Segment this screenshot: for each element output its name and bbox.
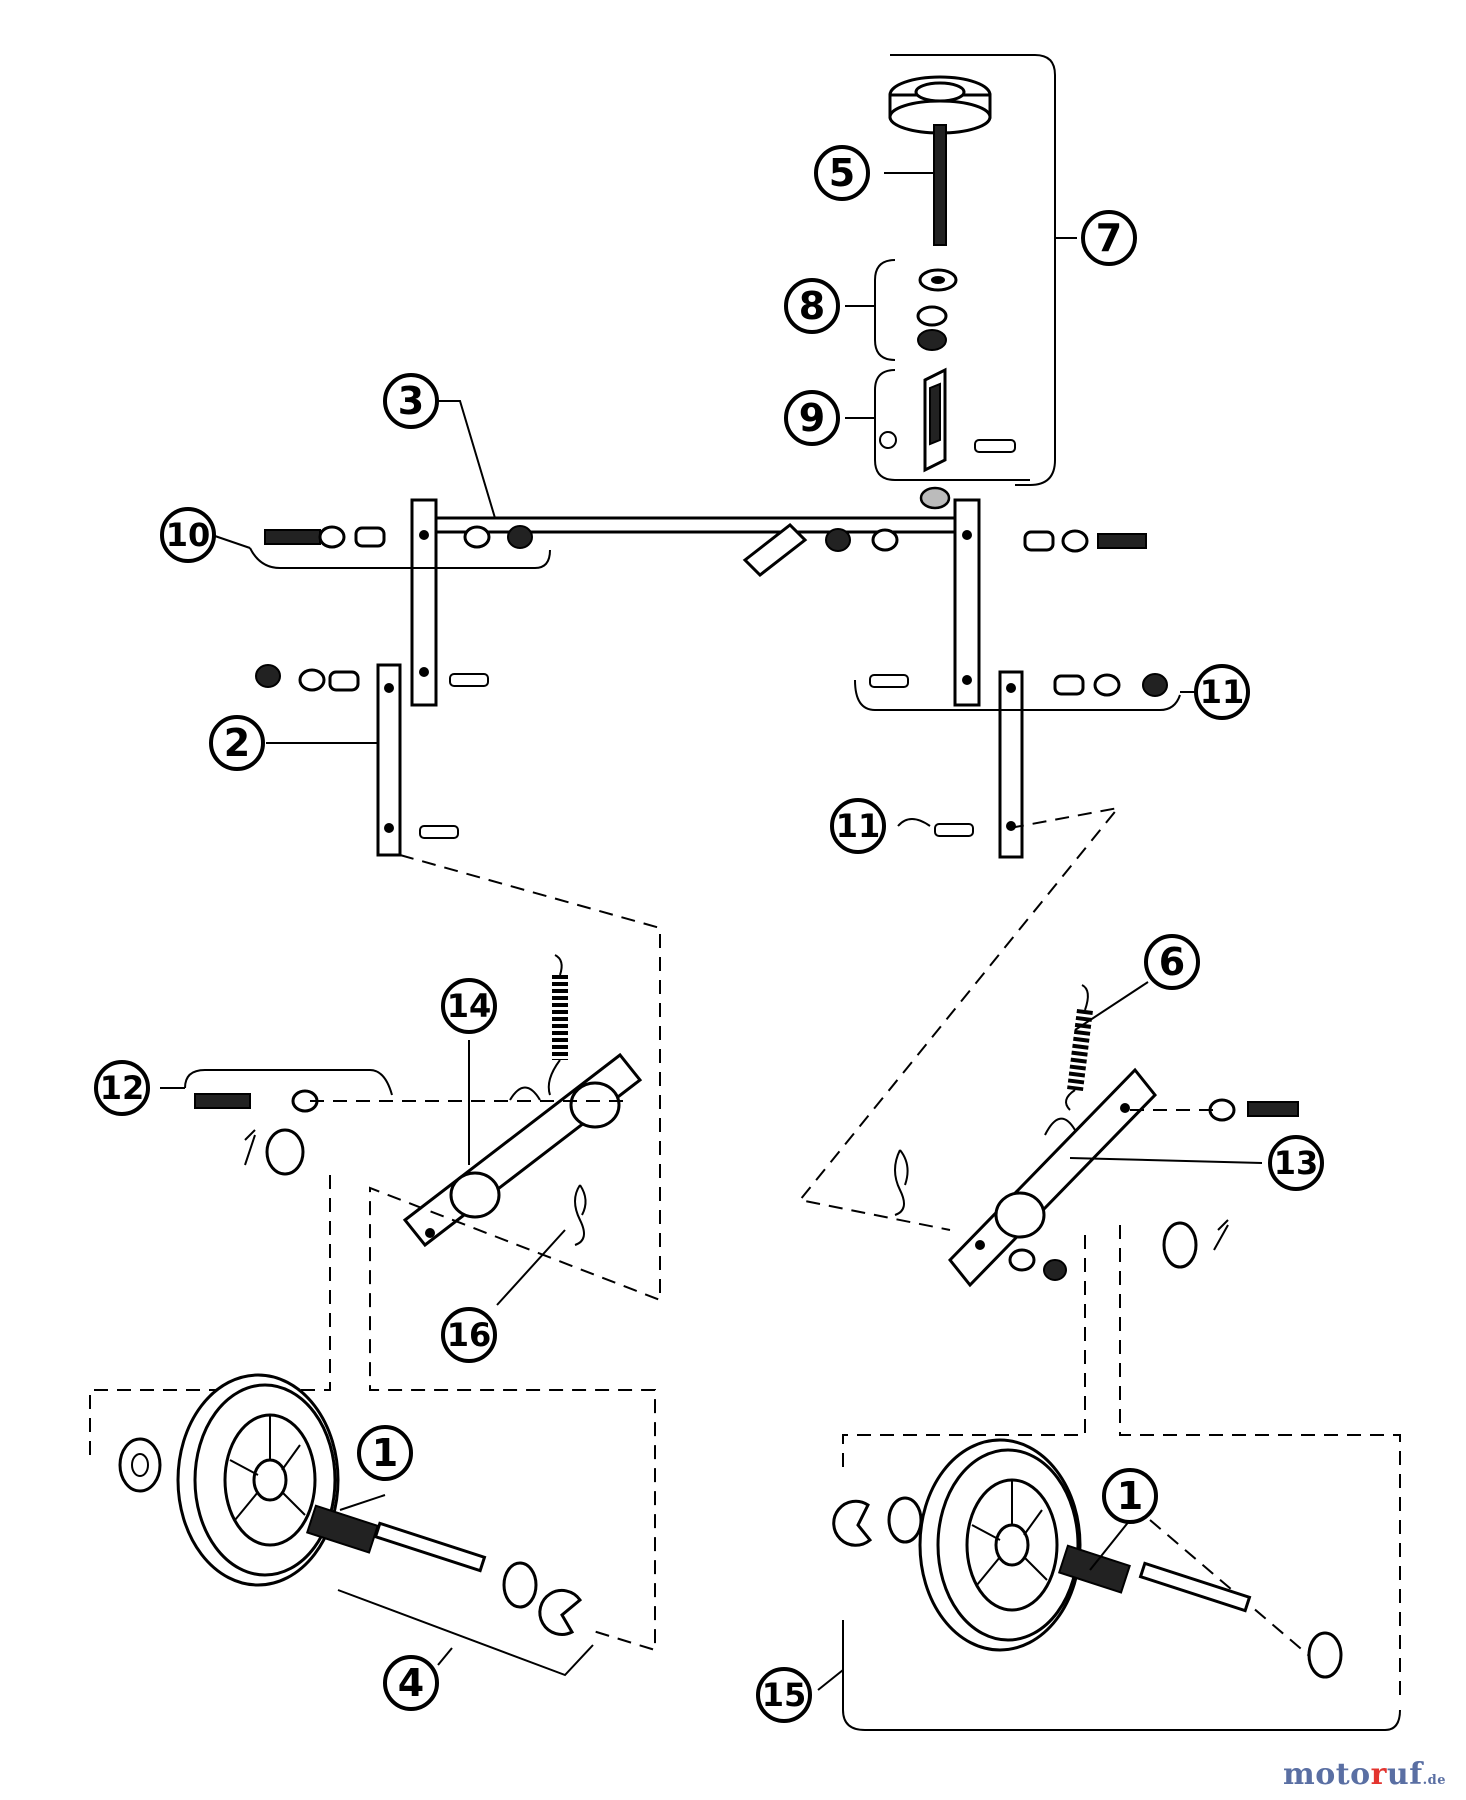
bracket-4: [337, 1589, 594, 1677]
callout-13: 13: [1268, 1135, 1324, 1191]
callout-8: 8: [784, 278, 840, 334]
callout-11-lower: 11: [830, 798, 886, 854]
bracket-7: [890, 54, 1056, 486]
callout-1-right: 1: [1102, 1468, 1158, 1524]
plate-right: [948, 1067, 1157, 1288]
svg-text:8: 8: [799, 284, 825, 328]
svg-text:7: 7: [1096, 216, 1122, 260]
svg-text:14: 14: [447, 987, 492, 1025]
svg-text:13: 13: [1274, 1144, 1319, 1182]
motoruf-watermark: motoruf.de: [1282, 1757, 1446, 1792]
washer-stack-part: [916, 268, 958, 351]
callout-2: 2: [209, 715, 265, 771]
svg-text:2: 2: [224, 721, 250, 765]
callout-6: 6: [1144, 934, 1200, 990]
hardware-right-mid: [1162, 1098, 1299, 1269]
callout-3: 3: [383, 373, 439, 429]
pin-left: [574, 1184, 587, 1246]
callout-14: 14: [441, 978, 497, 1034]
handle-bar-part: [410, 498, 981, 707]
callout-16: 16: [441, 1307, 497, 1363]
wheel-left: [118, 1373, 583, 1636]
callout-4: 4: [383, 1655, 439, 1711]
callout-7: 7: [1081, 210, 1137, 266]
bracket-part-9: [879, 367, 1016, 510]
svg-text:4: 4: [398, 1661, 424, 1705]
callout-5: 5: [814, 145, 870, 201]
plate-left: [402, 1052, 643, 1248]
left-arm-part: [255, 663, 489, 857]
pin-right: [894, 1149, 909, 1216]
svg-text:5: 5: [829, 151, 855, 195]
knob-part: [888, 75, 992, 246]
svg-text:15: 15: [762, 1676, 807, 1714]
hardware-10: [264, 525, 533, 549]
svg-text:16: 16: [447, 1316, 492, 1354]
bracket-10: [249, 547, 551, 569]
bracket-8: [874, 259, 896, 361]
svg-text:9: 9: [799, 396, 825, 440]
svg-text:10: 10: [166, 516, 211, 554]
callout-15: 15: [756, 1667, 812, 1723]
bracket-11a: [854, 679, 1181, 711]
callout-1-left: 1: [357, 1425, 413, 1481]
callout-9: 9: [784, 390, 840, 446]
svg-text:12: 12: [100, 1069, 145, 1107]
bracket-9: [874, 369, 1030, 481]
bracket-12: [184, 1069, 393, 1096]
svg-text:3: 3: [398, 379, 424, 423]
leader-lines: [160, 172, 1263, 1691]
bracket-15: [842, 1620, 1401, 1731]
spring-left: [547, 954, 568, 1096]
hardware-12: [194, 1089, 319, 1176]
svg-text:6: 6: [1159, 940, 1185, 984]
svg-text:1: 1: [1117, 1474, 1143, 1518]
svg-text:11: 11: [1200, 673, 1245, 711]
right-arm-part: [869, 670, 1168, 859]
callout-10: 10: [160, 507, 216, 563]
callout-11-upper: 11: [1194, 664, 1250, 720]
wheel-right: [832, 1438, 1343, 1679]
callout-12: 12: [94, 1060, 150, 1116]
svg-text:1: 1: [372, 1431, 398, 1475]
spring-right: [1065, 984, 1093, 1111]
hardware-right-top: [825, 528, 1147, 553]
svg-text:11: 11: [836, 807, 881, 845]
